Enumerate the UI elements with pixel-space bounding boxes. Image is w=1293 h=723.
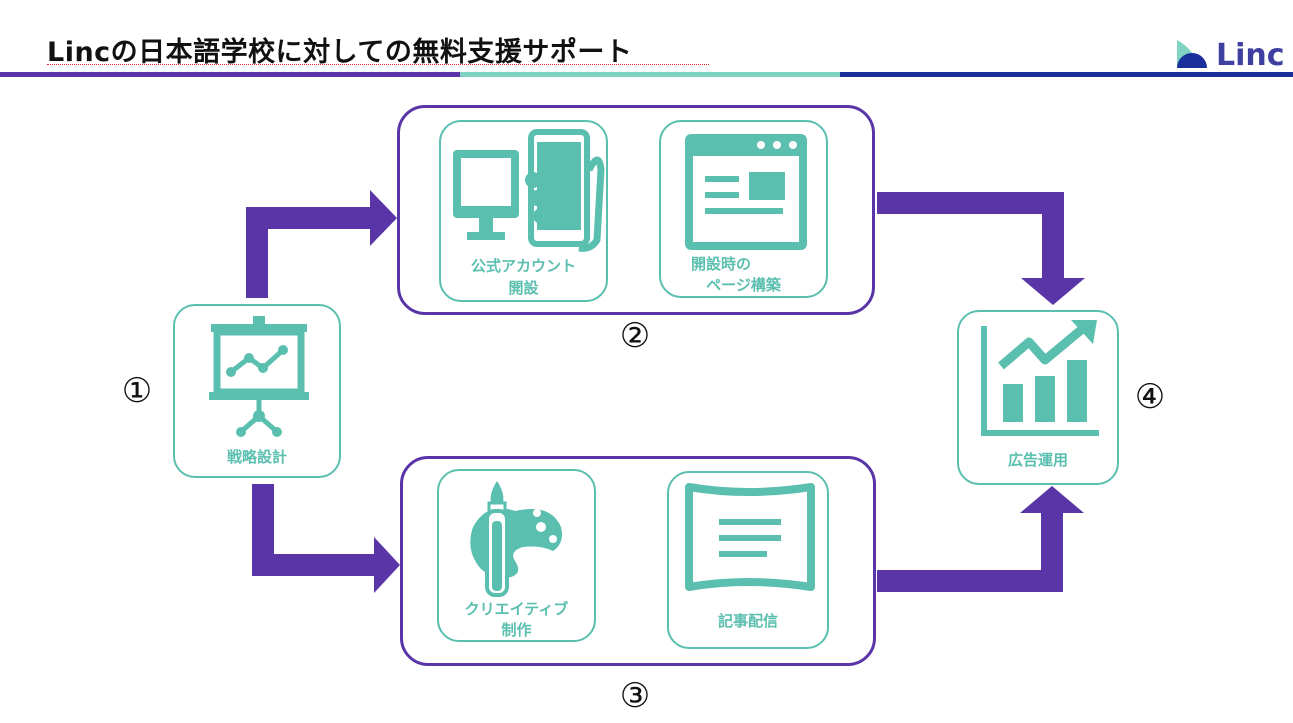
card-official-account: 公式アカウント 開設 bbox=[439, 120, 608, 302]
spellcheck-underline bbox=[47, 64, 709, 65]
card-strategy: 戦略設計 bbox=[173, 304, 341, 478]
card-ad-operation: 広告運用 bbox=[957, 310, 1119, 485]
card-creative-label-1: クリエイティブ bbox=[464, 600, 569, 618]
header-bar-navy bbox=[840, 72, 1293, 77]
step-number-3: ③ bbox=[619, 676, 651, 716]
card-page-build-label-1: 開設時の bbox=[691, 255, 752, 273]
devices-icon bbox=[453, 129, 605, 252]
card-creative-label-2: 制作 bbox=[501, 621, 532, 639]
header-bar-teal bbox=[460, 72, 840, 77]
card-creative: クリエイティブ 制作 bbox=[437, 469, 596, 642]
card-strategy-label: 戦略設計 bbox=[226, 448, 287, 466]
card-page-build: 開設時の ページ構築 bbox=[659, 120, 828, 298]
step-number-1: ① bbox=[121, 371, 153, 411]
card-article: 記事配信 bbox=[667, 471, 829, 649]
growth-chart-icon bbox=[981, 320, 1099, 436]
card-page-build-label-2: ページ構築 bbox=[706, 276, 781, 294]
step-number-4: ④ bbox=[1134, 377, 1166, 417]
logo-text: Linc bbox=[1216, 38, 1285, 73]
card-official-account-label-2: 開設 bbox=[508, 279, 539, 297]
palette-brush-icon bbox=[470, 481, 562, 597]
card-article-label: 記事配信 bbox=[717, 612, 778, 630]
page-title: Lincの日本語学校に対しての無料支援サポート bbox=[47, 37, 633, 68]
card-official-account-label-1: 公式アカウント bbox=[470, 257, 576, 275]
header-bar-purple bbox=[0, 72, 460, 77]
presentation-chart-icon bbox=[209, 316, 309, 437]
card-ad-operation-label: 広告運用 bbox=[1007, 451, 1068, 469]
article-icon bbox=[685, 483, 815, 591]
linc-logo-mark-icon bbox=[1177, 40, 1207, 68]
step-number-2: ② bbox=[619, 316, 651, 356]
webpage-icon bbox=[685, 134, 807, 250]
